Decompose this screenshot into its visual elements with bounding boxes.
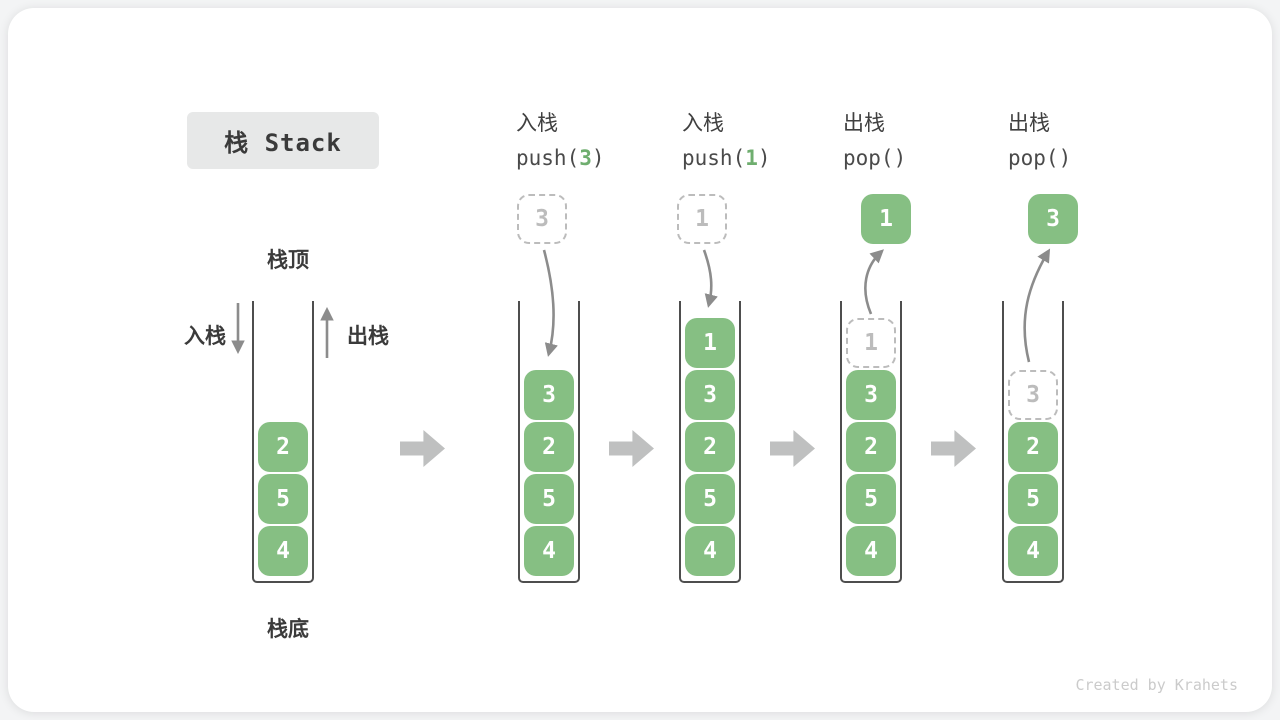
operation-label-push-3: 入栈 push(3) [516, 107, 605, 170]
stack-bottom-label: 栈底 [267, 618, 309, 641]
operation-name: 出栈 [843, 112, 885, 135]
push-argument: 1 [745, 146, 758, 170]
stack-element: 2 [1008, 422, 1058, 472]
operation-name: 出栈 [1008, 112, 1050, 135]
push-argument: 3 [579, 146, 592, 170]
operation-code: push(1) [682, 146, 771, 170]
watermark: Created by Krahets [1075, 676, 1238, 694]
stack-element: 2 [685, 422, 735, 472]
stack-element: 5 [685, 474, 735, 524]
popped-element: 1 [861, 194, 911, 244]
stack-element: 4 [685, 526, 735, 576]
stack-element: 1 [685, 318, 735, 368]
stack-element: 3 [846, 370, 896, 420]
stack-element: 4 [524, 526, 574, 576]
operation-code: push(3) [516, 146, 605, 170]
removed-element-slot: 1 [846, 318, 896, 368]
operation-name: 入栈 [516, 112, 558, 135]
stack-element: 3 [524, 370, 574, 420]
stack-element: 5 [524, 474, 574, 524]
operation-label-push-1: 入栈 push(1) [682, 107, 771, 170]
operation-code: pop() [1008, 146, 1072, 170]
operation-label-pop-first: 出栈 pop() [843, 107, 906, 170]
operation-name: 入栈 [682, 112, 724, 135]
stack-element: 4 [258, 526, 308, 576]
popped-element: 3 [1028, 194, 1078, 244]
stack-element: 5 [846, 474, 896, 524]
diagram-title: 栈 Stack [187, 112, 379, 169]
stack-top-label: 栈顶 [267, 249, 309, 272]
diagram-title-label: 栈 Stack [224, 129, 342, 157]
removed-element-slot: 3 [1008, 370, 1058, 420]
push-direction-label: 入栈 [184, 325, 226, 348]
stack-element: 3 [685, 370, 735, 420]
stack-element: 2 [258, 422, 308, 472]
operation-code: pop() [843, 146, 907, 170]
stack-element: 2 [524, 422, 574, 472]
stack-element: 4 [846, 526, 896, 576]
incoming-element: 1 [677, 194, 727, 244]
stack-element: 2 [846, 422, 896, 472]
pop-direction-label: 出栈 [347, 325, 389, 348]
incoming-element: 3 [517, 194, 567, 244]
stack-element: 5 [1008, 474, 1058, 524]
stack-element: 5 [258, 474, 308, 524]
operation-label-pop-second: 出栈 pop() [1008, 107, 1071, 170]
stack-element: 4 [1008, 526, 1058, 576]
